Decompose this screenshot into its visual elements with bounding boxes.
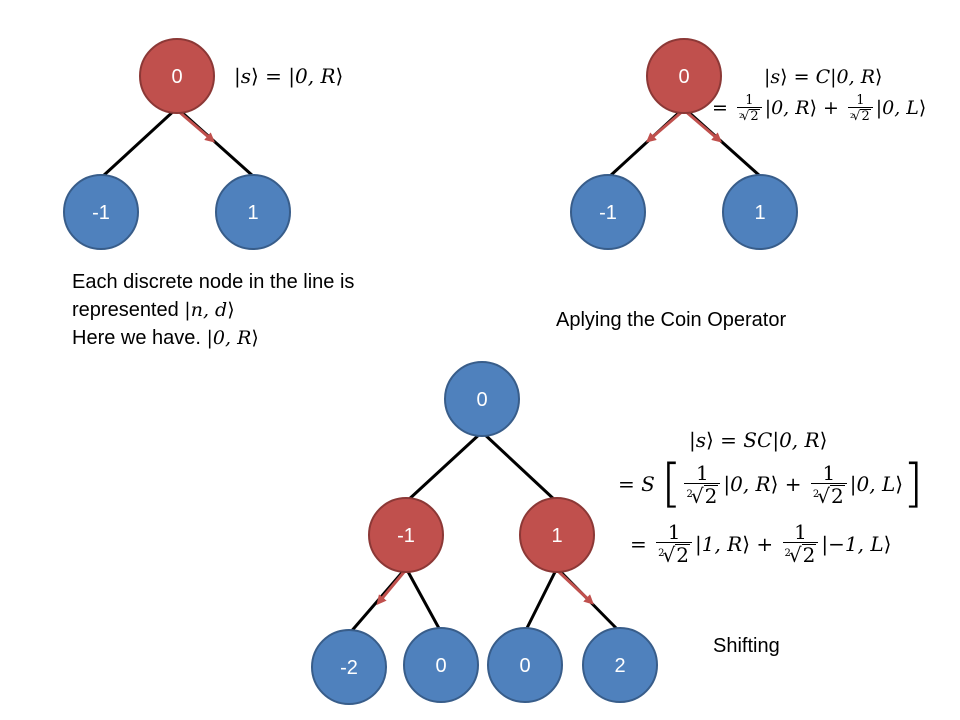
shift-arrow-right [557, 570, 594, 605]
caption-line2: represented |n, d⟩ [72, 299, 235, 321]
caption-line3: Here we have. |0, R⟩ [72, 327, 259, 349]
panel2-caption: Aplying the Coin Operator [556, 309, 787, 331]
node-mid-right-label: 1 [551, 525, 562, 547]
node-root [139, 38, 215, 114]
panel3-equation-line1: |s⟩ = SC|0, R⟩ [689, 428, 828, 452]
caption-line1: Each discrete node in the line is [72, 271, 355, 293]
node-leaf1-label: -2 [340, 657, 358, 679]
node-left-label: -1 [599, 202, 617, 224]
coin-arrow-right [176, 108, 216, 143]
node-left [570, 174, 646, 250]
node-leaf3-label: 0 [519, 655, 530, 677]
node-leaf4-label: 2 [614, 655, 625, 677]
node-leaf1 [311, 629, 387, 705]
node-leaf3 [487, 627, 563, 703]
node-leaf4 [582, 627, 658, 703]
edge-root-midright [480, 430, 559, 504]
node-right [722, 174, 798, 250]
node-left [63, 174, 139, 250]
panel3-tree: 0 -1 1 -2 0 0 2 [311, 361, 658, 705]
node-root [646, 38, 722, 114]
node-right-label: 1 [754, 202, 765, 224]
node-root [444, 361, 520, 437]
node-right-label: 1 [247, 202, 258, 224]
node-leaf2 [403, 627, 479, 703]
coin-arrow-left [645, 108, 685, 143]
edge-root-left [101, 106, 179, 178]
panel2-equation-line1: |s⟩ = C|0, R⟩ [764, 66, 883, 88]
edge-root-midleft [404, 430, 484, 504]
ket-s: s [240, 64, 252, 88]
panel2-tree: 0 -1 1 [570, 38, 798, 250]
ket-state: 0, R [295, 64, 336, 88]
node-right [215, 174, 291, 250]
panel1-caption: Each discrete node in the line is repres… [72, 268, 354, 352]
edge-midleft-leaf2 [404, 567, 443, 633]
node-mid-right [519, 497, 595, 573]
node-root-label: 0 [476, 389, 487, 411]
panel3-caption: Shifting [713, 635, 780, 657]
node-mid-left [368, 497, 444, 573]
node-root-label: 0 [678, 66, 689, 88]
node-root-label: 0 [171, 66, 182, 88]
panel1-equation: |s⟩ = |0, R⟩ [234, 64, 344, 88]
panel1-tree: 0 -1 1 [63, 38, 291, 250]
edge-midright-leaf3 [523, 567, 559, 633]
node-left-label: -1 [92, 202, 110, 224]
node-leaf2-label: 0 [435, 655, 446, 677]
node-mid-left-label: -1 [397, 525, 415, 547]
coin-arrow-right [683, 108, 723, 143]
shift-arrow-left [376, 571, 406, 606]
